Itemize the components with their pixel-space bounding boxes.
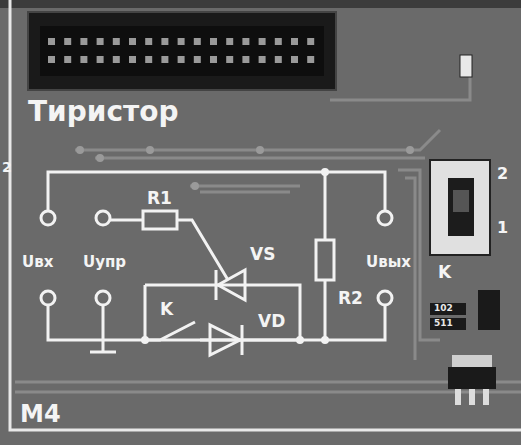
smd-resistor	[430, 55, 500, 330]
via	[76, 146, 414, 190]
part-name: R1	[147, 190, 172, 207]
signal-name: Uупр	[83, 255, 126, 270]
board-edge	[0, 0, 521, 8]
signal-name: Uвх	[22, 255, 53, 270]
part-name: VS	[250, 246, 275, 263]
pin-number: 2	[2, 160, 12, 174]
schematic-wire	[48, 172, 385, 352]
voltage-regulator	[448, 355, 496, 405]
slide-switch	[430, 160, 490, 255]
module-frame	[10, 0, 521, 430]
resistor-symbol	[143, 211, 177, 229]
pcb-trace	[15, 60, 521, 392]
part-name: VD	[258, 313, 285, 330]
pin-header	[28, 12, 336, 90]
part-name: K	[438, 264, 451, 281]
component-marking: 102	[434, 304, 453, 313]
part-name: K	[160, 301, 173, 318]
junction-dot	[141, 168, 329, 344]
module-id: M4	[20, 402, 61, 426]
thyristor-symbol	[216, 270, 245, 300]
pin-number: 1	[497, 220, 508, 236]
pin-number: 2	[497, 166, 508, 182]
component-marking: 511	[434, 319, 453, 328]
diode-symbol	[210, 325, 242, 355]
module-title: Тиристор	[28, 98, 179, 126]
resistor-symbol	[316, 240, 334, 280]
part-name: R2	[338, 290, 363, 307]
signal-name: Uвых	[366, 255, 411, 270]
